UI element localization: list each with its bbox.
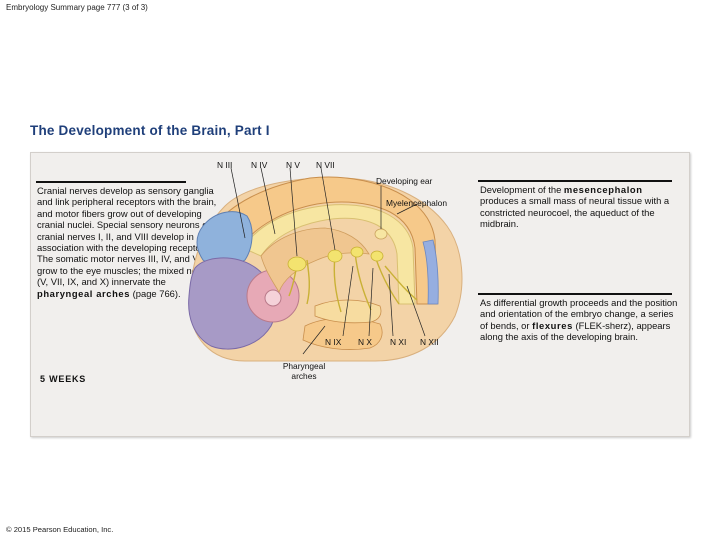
- nerve-branch-6: [384, 265, 418, 301]
- nerve-ganglion-glossopharyngeal: [350, 246, 364, 258]
- nerve-ganglion-facial: [327, 249, 343, 263]
- label-pharyngeal-arches: Pharyngeal arches: [282, 361, 326, 381]
- leader-lines: [230, 167, 426, 355]
- leader-pharyngeal: [302, 325, 326, 355]
- right-top-part2: produces a small mass of neural tissue w…: [480, 195, 670, 230]
- label-n10: N X: [358, 337, 372, 347]
- pharyngeal-arch-2: [314, 299, 382, 324]
- developing-ear: [374, 228, 388, 240]
- right-text-top: Development of the mesencephalon produce…: [480, 184, 678, 230]
- optic-lens: [264, 289, 282, 307]
- weeks-label: 5 WEEKS: [40, 374, 87, 384]
- label-developing-ear: Developing ear: [376, 176, 433, 186]
- leader-n12: [406, 285, 426, 337]
- right-bottom-bold: flexures: [532, 319, 573, 331]
- leader-n3: [230, 167, 246, 239]
- left-text-part2: (page 766).: [130, 287, 181, 299]
- label-n3: N III: [217, 160, 233, 170]
- right-top-rule: [478, 180, 672, 182]
- right-bottom-part2: (FLEK-sherz), appears along the axis of …: [480, 319, 671, 343]
- right-top-bold: mesencephalon: [563, 184, 643, 195]
- leader-n11: [388, 273, 394, 337]
- label-n12: N XII: [420, 337, 439, 347]
- label-n5: N V: [286, 160, 300, 170]
- label-n9: N IX: [325, 337, 342, 347]
- nerve-ganglion-trigeminal: [287, 256, 307, 272]
- copyright-notice: © 2015 Pearson Education, Inc.: [6, 525, 114, 534]
- left-text-part1: Cranial nerves develop as sensory gangli…: [37, 185, 217, 288]
- page-title: The Development of the Brain, Part I: [30, 123, 270, 138]
- embryo-brain-illustration: [188, 167, 463, 362]
- leader-n5: [289, 167, 298, 257]
- label-myelencephalon: Myelencephalon: [386, 198, 447, 208]
- page-header: Embryology Summary page 777 (3 of 3): [6, 3, 148, 12]
- leader-n9: [342, 265, 354, 337]
- nerve-ganglion-vagus: [370, 250, 384, 262]
- leader-n7: [320, 167, 336, 251]
- hindbrain-strip: [422, 239, 439, 305]
- label-n4: N IV: [251, 160, 268, 170]
- left-text-bold: pharyngeal arches: [37, 287, 131, 299]
- nerve-branch-2: [306, 259, 310, 305]
- label-n7: N VII: [316, 160, 335, 170]
- label-n11: N XI: [390, 337, 407, 347]
- left-text-rule: [36, 181, 186, 183]
- leader-n10: [368, 267, 374, 337]
- forebrain-blue-region: [196, 211, 253, 267]
- right-top-part1: Development of the: [480, 184, 564, 195]
- right-text-bottom: As differential growth proceeds and the …: [480, 297, 678, 343]
- mesencephalon-region: [260, 227, 370, 293]
- right-bottom-rule: [478, 293, 672, 295]
- right-bottom-part1: As differential growth proceeds and the …: [480, 297, 678, 331]
- neural-tube-inner: [242, 204, 416, 305]
- left-text-block: Cranial nerves develop as sensory gangli…: [37, 185, 217, 299]
- leader-n4: [260, 167, 276, 235]
- leader-myelencephalon: [396, 203, 418, 215]
